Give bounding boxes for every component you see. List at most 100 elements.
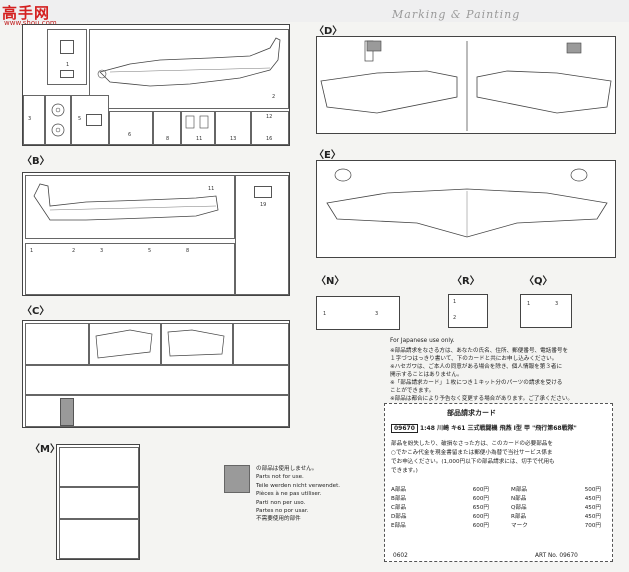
part-c-wing-cell-2 bbox=[161, 323, 233, 365]
price-label: Q部品 bbox=[511, 505, 527, 511]
price-label: マーク bbox=[511, 523, 528, 529]
part-b-bottom-row: 1 2 3 5 8 bbox=[25, 243, 235, 295]
unused-line-en: Parts not for use. bbox=[256, 474, 304, 481]
fuselage-cell: 2 bbox=[89, 29, 289, 109]
section-b-label: 〈B〉 bbox=[22, 156, 50, 167]
product-id: 09670 bbox=[391, 424, 418, 433]
price-value: 600円 bbox=[472, 487, 489, 493]
unused-color-swatch bbox=[224, 465, 250, 493]
sprue-r-panel: 1 2 bbox=[448, 294, 488, 328]
part-number: 8 bbox=[166, 136, 170, 142]
price-label: B部品 bbox=[391, 496, 407, 502]
wings-e-drawing bbox=[326, 168, 608, 238]
price-value: 600円 bbox=[472, 514, 489, 520]
art-number: ART No. 09670 bbox=[535, 553, 578, 559]
watermark-logo: 高手网 bbox=[2, 4, 51, 22]
jp-line: ※部品は都合により予告なく変更する場合があります。ご了承ください。 bbox=[390, 396, 574, 402]
sprue-b-panel: 11 19 1 2 3 5 8 bbox=[22, 172, 290, 296]
header-bar: 高手网 www.shou.com Marking & Painting bbox=[0, 0, 629, 27]
part-number: 2 bbox=[453, 315, 457, 321]
part-m-cell-3 bbox=[59, 519, 139, 559]
price-value: 500円 bbox=[584, 487, 601, 493]
part-number: 1 bbox=[30, 248, 34, 254]
unused-line-es: Partes no por usar. bbox=[256, 508, 309, 515]
part-a7-drawing bbox=[86, 114, 102, 126]
parts-order-card: 部品請求カード 09670 1:48 川崎 キ61 三式戦闘機 飛燕 I型 甲 … bbox=[384, 403, 613, 562]
jp-line: 開示することはありません。 bbox=[390, 372, 463, 378]
unused-line-jp: の部品は使用しません。 bbox=[256, 466, 318, 472]
part-number: 19 bbox=[260, 202, 267, 208]
part-a2-drawing bbox=[60, 70, 74, 78]
section-m-label: 〈M〉 bbox=[30, 444, 60, 455]
jp-line: ことができます。 bbox=[390, 388, 435, 394]
part-c-tall-cell bbox=[233, 323, 289, 365]
fuselage-b-drawing bbox=[33, 183, 219, 221]
product-text: 1:48 川崎 キ61 三式戦闘機 飛燕 I型 甲 "飛行第68戦隊" bbox=[419, 425, 577, 432]
price-table: A部品 600円 M部品 500円 B部品 600円 N部品 450円 C部品 … bbox=[391, 486, 603, 531]
part-number: 2 bbox=[72, 248, 76, 254]
wing-c1-drawing bbox=[95, 329, 153, 359]
part-number: 11 bbox=[196, 136, 203, 142]
part-number: 3 bbox=[28, 116, 32, 122]
wing-c2-drawing bbox=[167, 329, 225, 357]
price-value: 600円 bbox=[472, 496, 489, 502]
grille-drawing bbox=[185, 115, 209, 129]
jp-instructions: ※部品請求をなさる方は、あなたの氏名、住所、郵便番号、電話番号を １字づつはっき… bbox=[390, 347, 573, 403]
price-value: 650円 bbox=[472, 505, 489, 511]
price-label: A部品 bbox=[391, 487, 407, 493]
order-description: 部品を紛失したり、破損なさった方は、このカードの必要部品を ○でかこみ代金を現金… bbox=[391, 440, 555, 476]
part-c1-cell bbox=[25, 323, 89, 365]
unused-parts-legend: の部品は使用しません。 Parts not for use. Teile wer… bbox=[256, 465, 340, 524]
wheels-cell bbox=[45, 95, 71, 145]
price-value: 450円 bbox=[584, 514, 601, 520]
part-a-grid-cell: 11 bbox=[181, 111, 215, 145]
jp-line: ※「部品請求カード」１枚につき１キット分のパーツの請求を受ける bbox=[390, 380, 563, 386]
jp-line: ※部品請求をなさる方は、あなたの氏名、住所、郵便番号、電話番号を bbox=[390, 348, 569, 354]
section-e-label: 〈E〉 bbox=[314, 150, 341, 161]
wheels-drawing bbox=[51, 103, 65, 137]
sprue-c-panel bbox=[22, 320, 290, 428]
part-number: 5 bbox=[148, 248, 152, 254]
part-number: 11 bbox=[208, 186, 215, 192]
order-desc-line: できます。) bbox=[391, 468, 418, 474]
print-code: 0602 bbox=[393, 553, 408, 559]
unused-part-marker bbox=[60, 398, 74, 426]
part-a-small-cell-1: 6 bbox=[109, 111, 153, 145]
part-number: 1 bbox=[66, 62, 70, 68]
sprue-e-panel bbox=[316, 160, 616, 258]
sprue-m-panel bbox=[56, 444, 140, 560]
price-label: C部品 bbox=[391, 505, 407, 511]
section-d-label: 〈D〉 bbox=[314, 26, 343, 37]
unused-line-fr: Pièces à ne pas utiliser. bbox=[256, 491, 322, 498]
order-desc-line: 部品を紛失したり、破損なさった方は、このカードの必要部品を bbox=[391, 441, 553, 447]
product-line: 09670 1:48 川崎 キ61 三式戦闘機 飛燕 I型 甲 "飛行第68戦隊… bbox=[391, 423, 577, 433]
part-number: 16 bbox=[266, 136, 273, 142]
price-row: C部品 650円 Q部品 450円 bbox=[391, 504, 603, 513]
sprue-n-panel: 1 3 bbox=[316, 296, 400, 330]
price-label: M部品 bbox=[511, 487, 528, 493]
sprue-q-panel: 1 3 bbox=[520, 294, 572, 328]
part-m-cell-1 bbox=[59, 447, 139, 487]
part-a1-drawing bbox=[60, 40, 74, 54]
part-a1: 1 bbox=[47, 29, 87, 85]
section-n-label: 〈N〉 bbox=[316, 276, 345, 287]
part-a-small-cell-4: 12 16 bbox=[251, 111, 289, 145]
section-c-label: 〈C〉 bbox=[22, 306, 50, 317]
part-number: 5 bbox=[78, 116, 82, 122]
part-number: 13 bbox=[230, 136, 237, 142]
section-r-label: 〈R〉 bbox=[452, 276, 480, 287]
price-row: D部品 600円 R部品 450円 bbox=[391, 513, 603, 522]
part-a-row2-cell: 3 bbox=[23, 95, 45, 145]
faded-title: Marking & Painting bbox=[392, 8, 521, 21]
part-a-panel-cell: 5 bbox=[71, 95, 109, 145]
section-q-label: 〈Q〉 bbox=[524, 276, 553, 287]
part-a-small-cell-3: 13 bbox=[215, 111, 251, 145]
order-card-title: 部品請求カード bbox=[447, 409, 496, 417]
price-value: 450円 bbox=[584, 496, 601, 502]
wings-d-drawing bbox=[320, 40, 612, 131]
fuselage-b-cell: 11 bbox=[25, 175, 235, 239]
price-value: 600円 bbox=[472, 523, 489, 529]
price-label: R部品 bbox=[511, 514, 527, 520]
price-value: 450円 bbox=[584, 505, 601, 511]
price-label: E部品 bbox=[391, 523, 406, 529]
